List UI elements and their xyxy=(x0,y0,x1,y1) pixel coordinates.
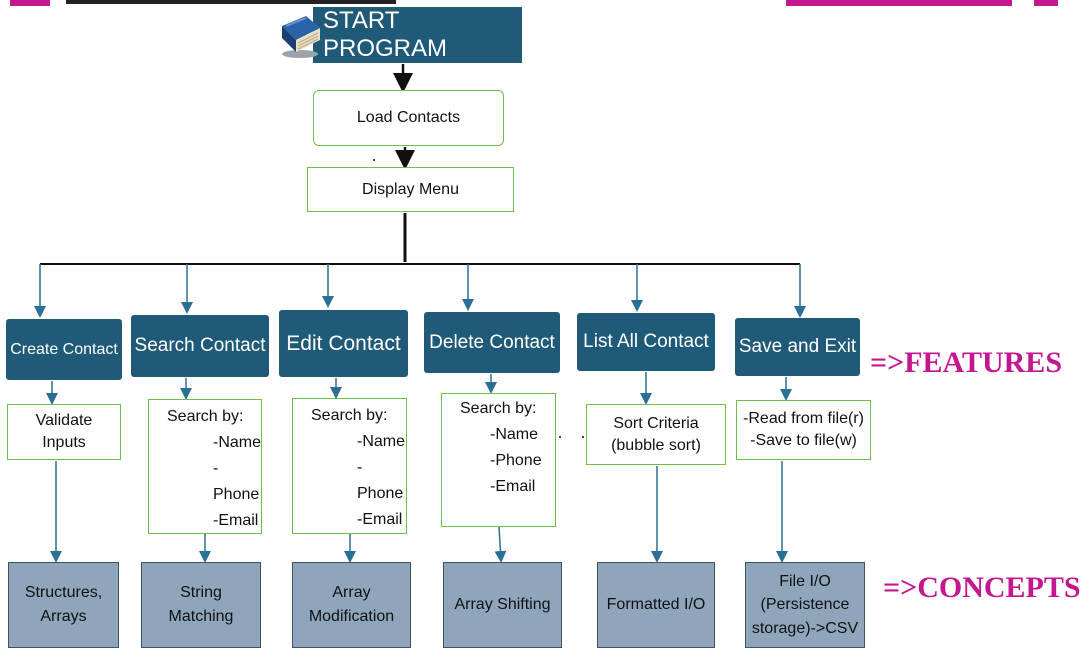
feature-delete-contact: Delete Contact xyxy=(424,312,560,373)
concept-line: File I/O xyxy=(779,573,831,591)
detail-header: Search by: xyxy=(311,407,388,424)
start-program-box: START PROGRAM xyxy=(313,7,522,63)
stray-dot xyxy=(582,436,584,438)
concept-save-and-exit: File I/O (Persistence storage)->CSV xyxy=(745,562,865,648)
start-program-label: START PROGRAM xyxy=(323,7,448,62)
detail-item: -Name xyxy=(357,433,406,450)
detail-save-and-exit: -Read from file(r) -Save to file(w) xyxy=(736,400,871,460)
detail-line: Inputs xyxy=(42,434,86,451)
detail-item: -Phone xyxy=(490,452,542,469)
concepts-tag: =>CONCEPTS xyxy=(883,571,1081,604)
detail-line: -Save to file(w) xyxy=(750,432,857,449)
feature-save-and-exit: Save and Exit xyxy=(735,318,860,376)
concept-line: Structures, xyxy=(24,584,103,601)
detail-header: Search by: xyxy=(460,400,537,417)
feature-label: List All Contact xyxy=(583,331,709,352)
load-contacts-box: Load Contacts xyxy=(313,90,504,146)
concept-line: Array xyxy=(332,584,371,601)
feature-search-contact: Search Contact xyxy=(131,315,269,377)
detail-delete-contact: Search by: -Name -Phone -Email xyxy=(441,393,556,527)
detail-line: Validate xyxy=(35,412,93,430)
feature-label: Edit Contact xyxy=(286,331,401,355)
features-tag: =>FEATURES xyxy=(870,346,1062,379)
concept-line: Matching xyxy=(168,608,234,625)
concept-line: Arrays xyxy=(40,608,87,625)
top-strip-right xyxy=(786,0,1012,6)
detail-item: -Name xyxy=(490,426,539,443)
detail-create-contact: Validate Inputs xyxy=(7,404,121,460)
detail-header: Search by: xyxy=(167,408,244,425)
detail-line: (bubble sort) xyxy=(611,436,701,454)
feature-label: Delete Contact xyxy=(429,331,555,353)
detail-item: -Email xyxy=(357,511,403,528)
book-icon xyxy=(276,8,324,60)
concept-delete-contact: Array Shifting xyxy=(443,562,562,648)
detail-list-all-contact: Sort Criteria (bubble sort) xyxy=(586,404,726,465)
concept-search-contact: String Matching xyxy=(141,562,261,648)
concept-line: Array Shifting xyxy=(454,596,551,613)
feature-label: Create Contact xyxy=(10,340,118,358)
stray-dot xyxy=(559,436,561,438)
feature-label: Save and Exit xyxy=(738,336,857,357)
detail-search-contact: Search by: -Name -Phone -Email xyxy=(148,399,262,534)
concept-line: storage)->CSV xyxy=(751,619,859,637)
top-strip-left xyxy=(10,0,50,6)
detail-edit-contact: Search by: -Name -Phone -Email xyxy=(292,398,407,534)
detail-item: -Phone xyxy=(357,459,404,502)
feature-edit-contact: Edit Contact xyxy=(279,310,408,377)
display-menu-label: Display Menu xyxy=(362,180,459,198)
concept-list-all-contact: Formatted I/O xyxy=(597,562,715,648)
feature-label: Search Contact xyxy=(134,335,266,356)
detail-item: -Email xyxy=(213,512,259,529)
top-strip-right-small xyxy=(1034,0,1058,6)
stray-dot xyxy=(373,159,375,161)
feature-create-contact: Create Contact xyxy=(6,319,122,380)
top-strip-title xyxy=(66,0,396,4)
concept-edit-contact: Array Modification xyxy=(292,562,411,648)
display-menu-box: Display Menu xyxy=(307,167,514,212)
load-contacts-label: Load Contacts xyxy=(356,109,461,127)
detail-item: -Email xyxy=(490,478,536,495)
concept-line: Modification xyxy=(308,608,395,625)
detail-item: -Phone xyxy=(213,460,260,503)
detail-line: -Read from file(r) xyxy=(743,410,864,428)
detail-line: Sort Criteria xyxy=(613,414,699,432)
concept-line: Formatted I/O xyxy=(606,596,706,613)
concept-line: String xyxy=(180,584,222,601)
detail-item: -Name xyxy=(213,434,262,451)
feature-list-all-contact: List All Contact xyxy=(577,313,715,371)
concept-create-contact: Structures, Arrays xyxy=(8,562,119,648)
concept-line: (Persistence xyxy=(760,596,850,614)
